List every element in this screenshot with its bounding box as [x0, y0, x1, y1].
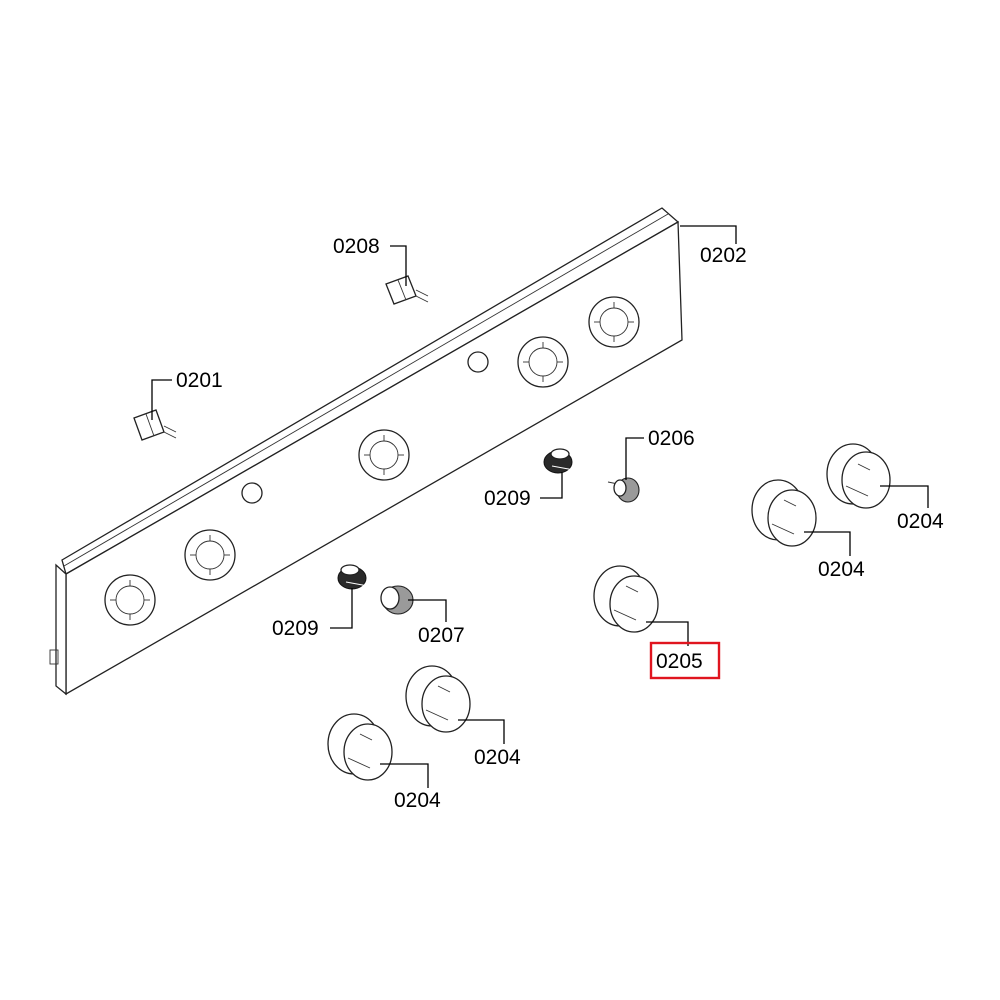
leader-0204-d: [380, 763, 429, 788]
part-label-0201[interactable]: 0201: [176, 369, 223, 392]
leader-0201: [151, 379, 172, 420]
spindle-0206[interactable]: [607, 477, 640, 503]
part-label-0209-b[interactable]: 0209: [272, 617, 319, 640]
part-label-0204-d[interactable]: 0204: [394, 789, 441, 812]
knob-0204-b[interactable]: [751, 479, 817, 547]
leader-0204-b: [804, 531, 851, 556]
leader-0206: [625, 437, 644, 480]
highlight-box-0205: [649, 641, 721, 680]
leader-0208: [390, 245, 407, 286]
panel-knob-hole: [358, 429, 410, 481]
leader-0207: [408, 599, 447, 622]
panel-small-hole: [241, 482, 263, 504]
shaft-adapter-0209-b[interactable]: [337, 564, 369, 590]
leader-0209-a: [540, 472, 563, 499]
part-label-0208[interactable]: 0208: [333, 235, 380, 258]
knob-0205[interactable]: [593, 565, 659, 633]
panel-knob-hole: [104, 574, 156, 626]
knob-0204-d[interactable]: [327, 713, 393, 781]
panel-knob-hole: [184, 529, 236, 581]
panel-small-hole: [467, 351, 489, 373]
leader-0209-b: [330, 588, 353, 629]
panel-knob-hole: [517, 336, 569, 388]
part-label-0209-a[interactable]: 0209: [484, 487, 531, 510]
leader-0204-c: [458, 719, 505, 744]
control-panel-0202[interactable]: [49, 207, 683, 696]
knob-0204-c[interactable]: [405, 665, 471, 733]
part-label-0204-c[interactable]: 0204: [474, 746, 521, 769]
part-label-0205[interactable]: 0205: [656, 650, 703, 673]
knob-0204-a[interactable]: [826, 443, 891, 509]
part-label-0204-a[interactable]: 0204: [897, 510, 944, 533]
part-label-0207[interactable]: 0207: [418, 624, 465, 647]
part-label-0204-b[interactable]: 0204: [818, 558, 865, 581]
leader-0202: [680, 225, 737, 244]
part-label-0206[interactable]: 0206: [648, 427, 695, 450]
panel-knob-hole: [588, 296, 640, 348]
clip-0201[interactable]: [133, 409, 177, 441]
clip-0208[interactable]: [385, 275, 429, 305]
shaft-adapter-0209-a[interactable]: [543, 448, 575, 474]
part-label-0202[interactable]: 0202: [700, 244, 747, 267]
leader-0205: [646, 621, 689, 646]
leader-0204-a: [880, 485, 929, 508]
